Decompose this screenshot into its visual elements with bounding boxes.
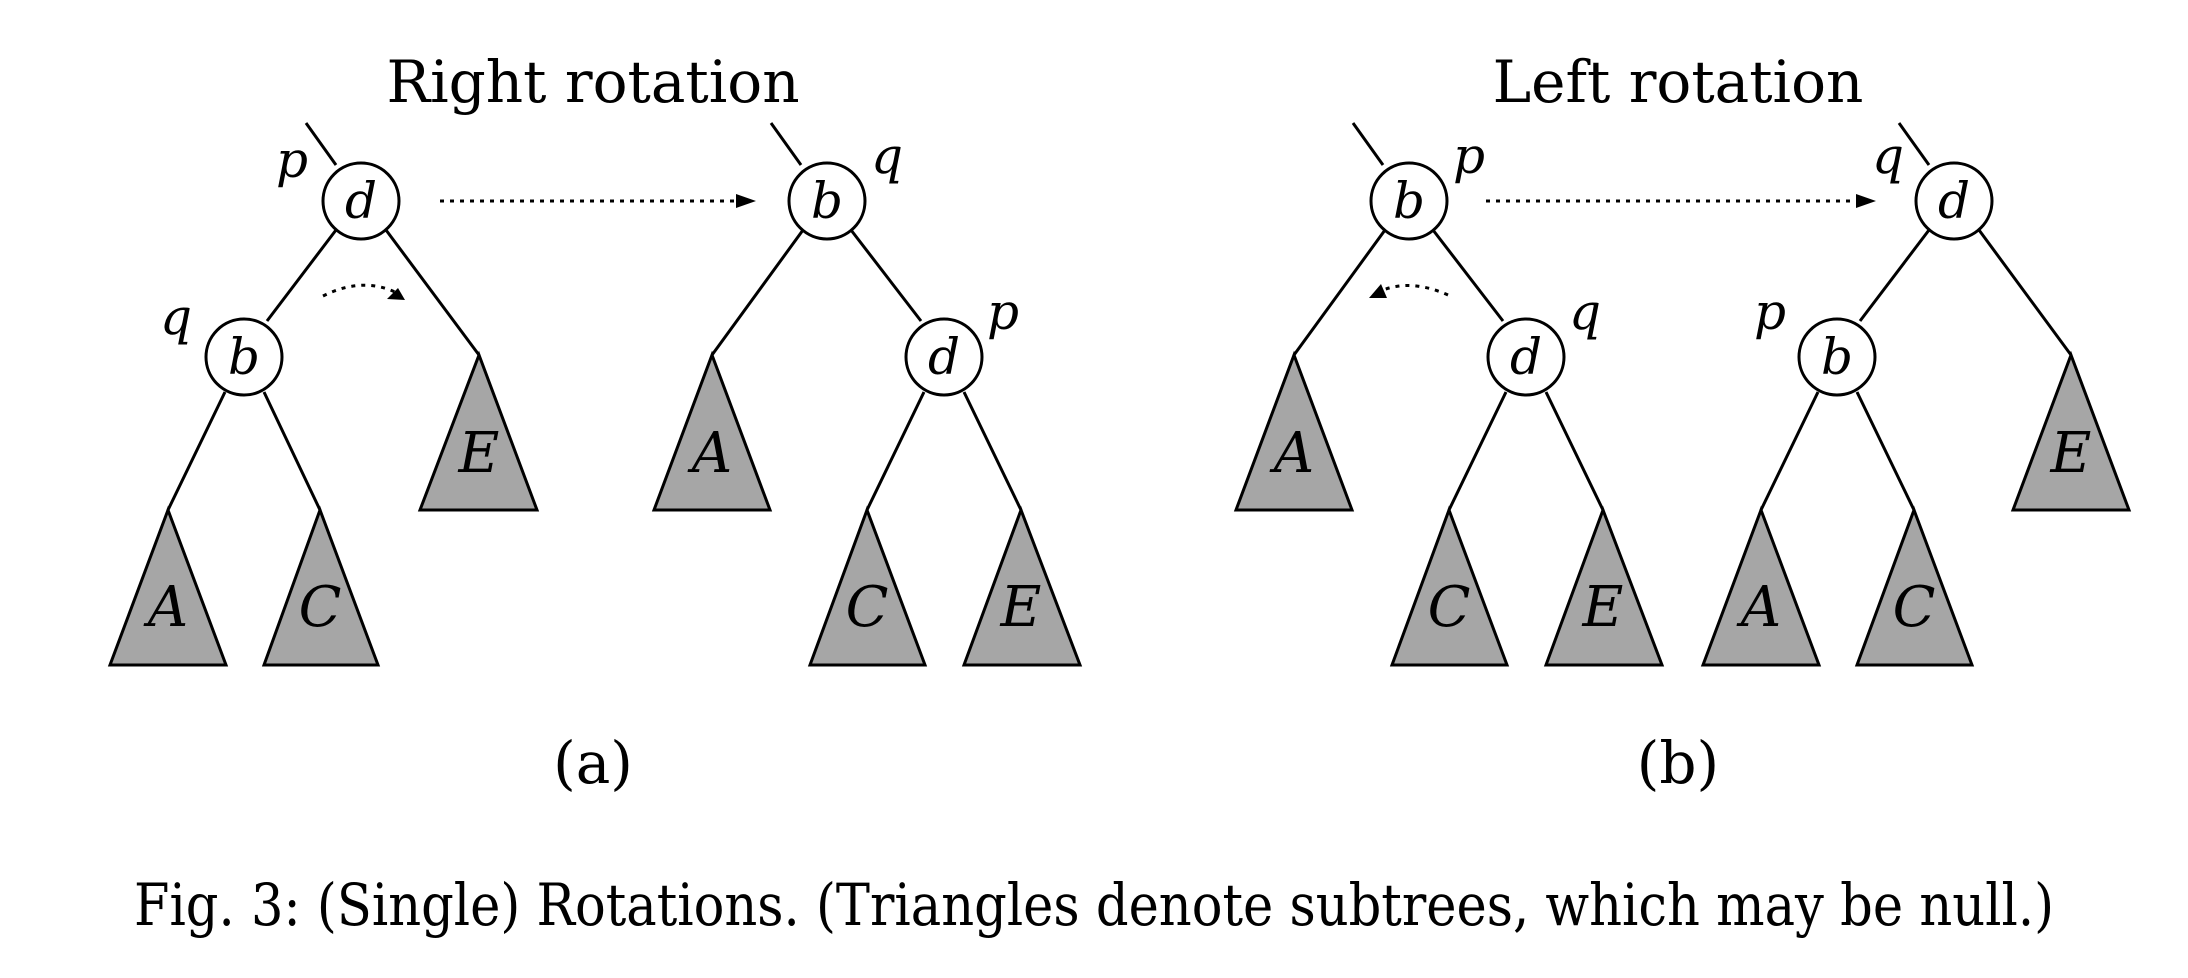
panel-label-b: (b) — [1637, 729, 1719, 797]
edge-b-C — [1855, 391, 1916, 511]
figure-caption: Fig. 3: (Single) Rotations. (Triangles d… — [134, 871, 2054, 939]
transform-arrowhead-right — [736, 194, 756, 208]
transform-arrowhead-left — [1856, 194, 1876, 208]
subtree-E-label: E — [1000, 575, 1042, 640]
subtree-A-label: A — [1736, 575, 1781, 640]
subtree-E — [2010, 350, 2132, 512]
subtree-E — [1543, 505, 1665, 667]
tree-right-after: b d q p A C E — [651, 122, 1083, 667]
edge-b-A — [1759, 391, 1820, 511]
subtree-E-label: E — [1582, 575, 1624, 640]
edge-b-d — [849, 229, 923, 322]
pointer-q-label: q — [1872, 127, 1904, 185]
node-d — [1486, 317, 1566, 397]
rotation-direction-arrow — [1382, 284, 1449, 297]
edge-d-E — [1977, 229, 2073, 356]
parent-edge — [1897, 122, 1931, 166]
pointer-q-label: q — [871, 127, 903, 185]
pointer-p-label: p — [987, 283, 1019, 341]
subtree-C — [1389, 505, 1510, 667]
subtree-C-label: C — [1893, 575, 1936, 640]
subtree-A-label: A — [687, 421, 732, 486]
subtree-A — [1700, 505, 1822, 667]
node-d — [1914, 161, 1994, 241]
subtree-C-label: C — [1428, 575, 1471, 640]
edge-b-C — [262, 391, 322, 511]
subtree-C — [807, 505, 928, 667]
subtree-C-label: C — [299, 575, 342, 640]
subtree-E — [417, 350, 540, 512]
subtree-C — [261, 505, 381, 667]
parent-edge — [304, 122, 338, 166]
subtree-E-label: E — [2050, 421, 2092, 486]
rotation-direction-arrow — [322, 283, 398, 298]
node-b — [1369, 161, 1449, 241]
edge-d-C — [1447, 391, 1508, 511]
edge-b-A — [710, 229, 805, 356]
tree-left-before: b d p q A C E — [1233, 122, 1665, 667]
parent-edge — [1351, 122, 1385, 166]
subtree-E — [961, 505, 1083, 667]
edge-b-A — [166, 391, 227, 511]
subtree-A — [107, 505, 229, 667]
edge-b-d — [1431, 229, 1505, 322]
left-rotation-title: Left rotation — [1493, 48, 1864, 116]
pointer-q-label: q — [1569, 283, 1601, 341]
subtree-E-label: E — [458, 421, 500, 486]
edge-d-b — [265, 229, 338, 322]
subtree-C-label: C — [846, 575, 889, 640]
tree-right-before: d b p q A C E — [107, 122, 540, 667]
rotation-arrowhead — [387, 288, 405, 300]
edge-d-C — [865, 391, 926, 511]
pointer-q-label: q — [160, 288, 192, 346]
node-b — [1797, 317, 1877, 397]
pointer-p-label: p — [1754, 283, 1786, 341]
subtree-A — [1233, 350, 1355, 512]
right-rotation-title: Right rotation — [386, 48, 799, 116]
parent-edge — [769, 122, 803, 166]
node-b — [787, 161, 867, 241]
subtree-A-label: A — [1269, 421, 1314, 486]
pointer-p-label: p — [276, 131, 308, 189]
edge-d-E — [962, 391, 1023, 511]
rotation-arrowhead — [1369, 284, 1387, 298]
node-b — [204, 317, 284, 397]
node-b-label: b — [1821, 328, 1853, 386]
node-d — [321, 161, 401, 241]
node-d-label: d — [345, 172, 377, 230]
node-b-label: b — [1393, 172, 1425, 230]
node-b-label: b — [228, 328, 260, 386]
panel-label-a: (a) — [553, 729, 633, 797]
edge-d-E — [384, 229, 481, 356]
node-d-label: d — [1938, 172, 1970, 230]
edge-d-E — [1544, 391, 1605, 511]
node-d-label: d — [928, 328, 960, 386]
node-b-label: b — [811, 172, 843, 230]
subtree-A-label: A — [143, 575, 188, 640]
subtree-A — [651, 350, 773, 512]
edge-b-A — [1292, 229, 1387, 356]
tree-left-after: d b q p A C E — [1700, 122, 2132, 667]
edge-d-b — [1858, 229, 1931, 322]
subtree-C — [1854, 505, 1975, 667]
node-d-label: d — [1510, 328, 1542, 386]
node-d — [904, 317, 984, 397]
pointer-p-label: p — [1453, 127, 1485, 185]
